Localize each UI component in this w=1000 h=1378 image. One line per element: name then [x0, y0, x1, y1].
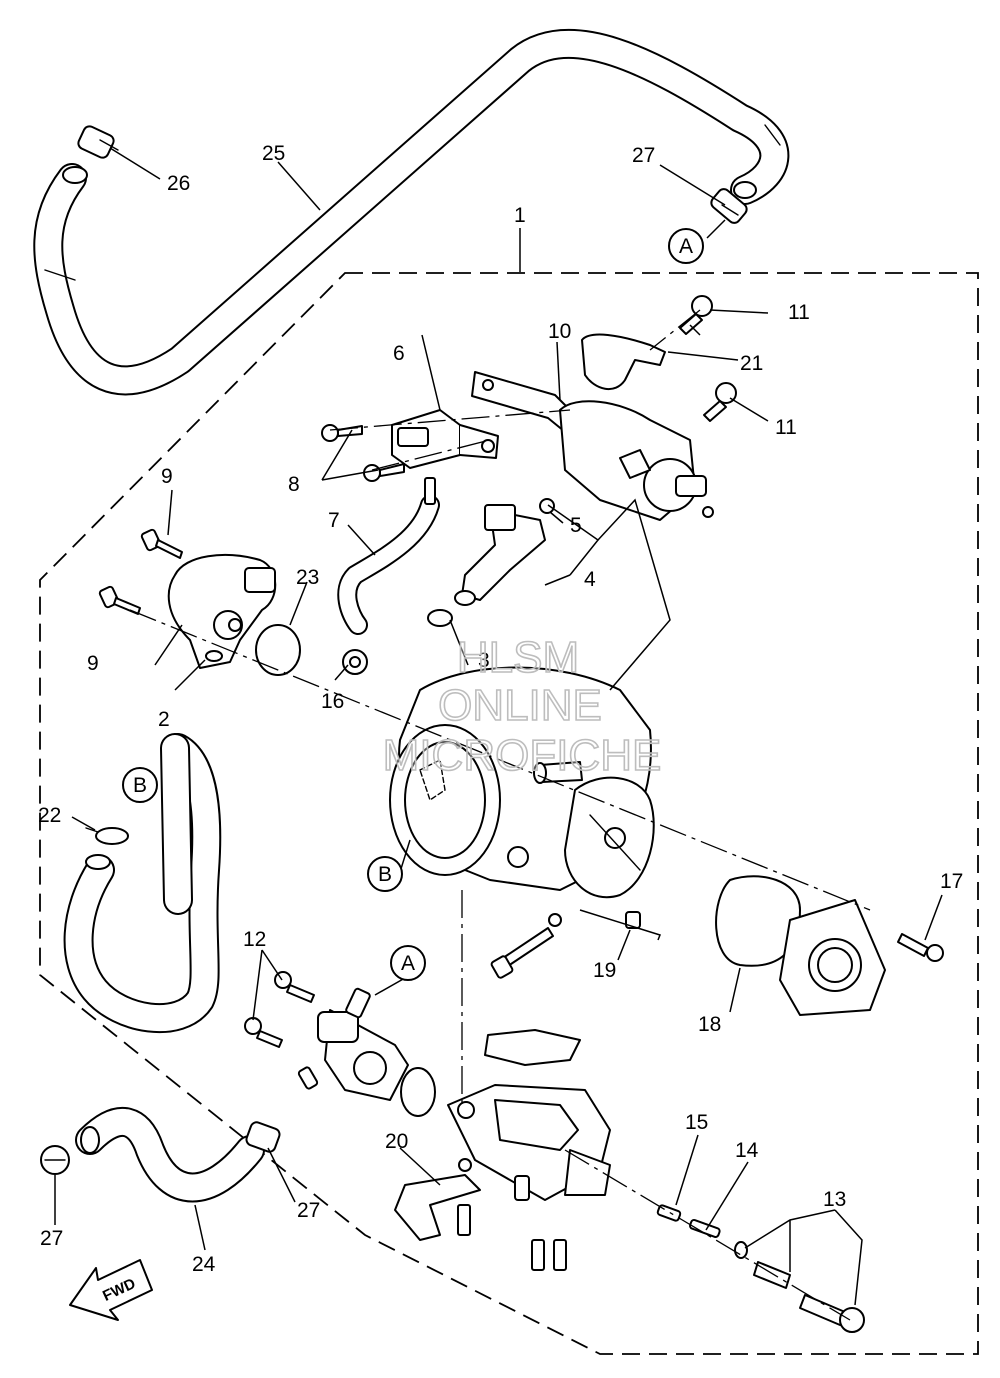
callout-9-upper: 9 — [161, 465, 173, 488]
hose-clip-27-left — [40, 1145, 70, 1175]
hose-clip-26 — [77, 125, 119, 159]
screw-12-upper — [274, 971, 315, 1003]
svg-text:A: A — [401, 952, 415, 975]
reference-marker-b-left: B — [122, 767, 158, 803]
svg-text:A: A — [679, 235, 693, 258]
hose-joint-12 — [297, 987, 409, 1101]
hose-clip-27-top — [710, 188, 748, 224]
bracket-20 — [394, 1158, 481, 1241]
screw-9-lower — [98, 585, 141, 615]
callout-9-lower: 9 — [87, 652, 99, 675]
callout-23: 23 — [296, 566, 319, 589]
callout-2: 2 — [158, 708, 170, 731]
callout-10: 10 — [548, 320, 571, 343]
callout-26: 26 — [167, 172, 190, 195]
cable-clip-21 — [581, 333, 666, 390]
callout-7: 7 — [328, 509, 340, 532]
callout-21: 21 — [740, 352, 763, 375]
o-ring-joint — [400, 1067, 436, 1117]
watermark-line-2: ONLINE — [438, 681, 602, 730]
sensor-housing-top — [559, 400, 714, 521]
screw-8-upper — [321, 424, 363, 442]
pin-14 — [689, 1218, 721, 1238]
vacuum-hose-7 — [337, 477, 440, 635]
screw-19 — [625, 911, 641, 929]
screw-9-upper — [140, 528, 183, 559]
nut-16 — [342, 649, 368, 675]
callout-22: 22 — [38, 804, 61, 827]
callout-4: 4 — [584, 568, 596, 591]
screw-8-lower — [363, 463, 405, 482]
screws-isc-bottom — [457, 1204, 567, 1271]
alignment-lines — [129, 309, 871, 1321]
callout-5: 5 — [570, 514, 582, 537]
hose-clamp-22 — [85, 827, 129, 845]
callout-27-bottom-left: 27 — [40, 1227, 63, 1250]
callout-3: 3 — [478, 649, 490, 672]
callout-11-lower: 11 — [775, 416, 797, 439]
callout-12: 12 — [243, 928, 266, 951]
isc-gasket — [484, 1029, 581, 1066]
reference-marker-b-body: B — [367, 856, 403, 892]
callout-1: 1 — [514, 204, 526, 227]
callout-27-top: 27 — [632, 144, 655, 167]
spring-washer-13 — [734, 1241, 865, 1333]
hose-24 — [75, 1106, 265, 1203]
throttle-body-main — [389, 666, 652, 891]
callout-20: 20 — [385, 1130, 408, 1153]
throttle-pulley — [564, 776, 655, 899]
callout-13: 13 — [823, 1188, 846, 1211]
fuel-injector-4 — [454, 498, 555, 606]
forward-direction-arrow: FWD — [69, 1259, 153, 1321]
callout-8: 8 — [288, 473, 300, 496]
hose-clip-27-right — [245, 1121, 281, 1153]
callout-27-bottom-right: 27 — [297, 1199, 320, 1222]
screw-11-upper — [679, 295, 713, 335]
cover-plate — [779, 899, 886, 1016]
throttle-position-sensor-2 — [167, 554, 277, 669]
watermark-line-3: MICROFICHE — [383, 731, 662, 780]
callout-24: 24 — [192, 1253, 216, 1276]
callout-25: 25 — [262, 142, 285, 165]
callout-15: 15 — [685, 1111, 708, 1134]
watermark-line-1: HLSM — [457, 633, 579, 682]
svg-text:B: B — [133, 774, 147, 797]
reference-marker-a-top: A — [668, 228, 704, 264]
collar-3 — [427, 609, 453, 627]
screw-12-lower — [244, 1017, 283, 1048]
screw-11-lower — [703, 382, 737, 422]
hose-b-section — [63, 733, 222, 1034]
callout-18: 18 — [698, 1013, 721, 1036]
reference-marker-a-joint: A — [390, 945, 426, 981]
callout-16: 16 — [321, 690, 344, 713]
callout-17: 17 — [940, 870, 963, 893]
o-ring-23 — [255, 624, 301, 676]
callout-19: 19 — [593, 959, 616, 982]
callout-6: 6 — [393, 342, 405, 365]
hose-25 — [33, 28, 790, 396]
idle-speed-control-body — [447, 1084, 611, 1201]
callout-11-upper: 11 — [788, 301, 810, 324]
callout-14: 14 — [735, 1139, 759, 1162]
leader-lines — [54, 147, 943, 1306]
bolt-17 — [897, 933, 944, 962]
watermark: HLSM ONLINE MICROFICHE — [382, 632, 662, 781]
callout-labels: 1 2 3 4 5 6 7 8 9 9 10 11 11 12 13 14 15… — [38, 142, 963, 1276]
adjust-screw — [490, 913, 562, 979]
sensor-connector-6 — [391, 409, 499, 469]
assembly-boundary-frame — [39, 272, 979, 1355]
svg-text:B: B — [378, 863, 392, 886]
